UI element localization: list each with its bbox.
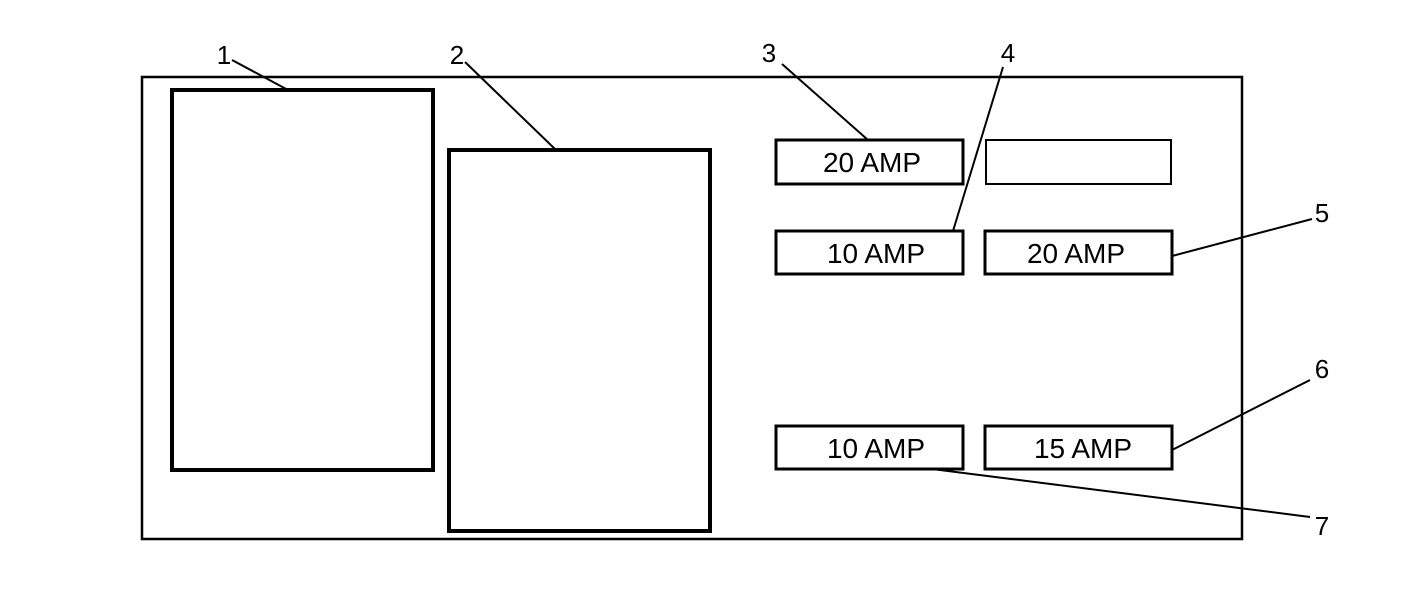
callout-5: 5 (1315, 198, 1329, 228)
fuse-4-label: 10 AMP (827, 238, 925, 269)
callout-1: 1 (217, 40, 231, 70)
fuse-5-label: 20 AMP (1027, 238, 1125, 269)
fuse-6-label: 15 AMP (1034, 433, 1132, 464)
callout-2: 2 (450, 40, 464, 70)
fuse-4: 10 AMP (774, 229, 965, 276)
component-2-box (447, 148, 712, 533)
fuse-6: 15 AMP (983, 424, 1174, 471)
fuse-3: 20 AMP (774, 138, 965, 186)
callout-6: 6 (1315, 354, 1329, 384)
callout-3: 3 (762, 38, 776, 68)
fuse-7-label: 10 AMP (827, 433, 925, 464)
fuse-4-box (774, 229, 965, 276)
fuse-5-box (983, 229, 1174, 276)
leader-line-5 (1171, 218, 1313, 257)
leader-line-4 (952, 66, 1004, 232)
fuse-7: 10 AMP (774, 424, 965, 471)
fuse-7-box (774, 424, 965, 471)
leader-line-1 (231, 59, 289, 91)
leader-line-7 (931, 468, 1311, 518)
leader-line-6 (1171, 379, 1311, 451)
fuse-3-label: 20 AMP (823, 147, 921, 178)
fuse-blank-box (985, 139, 1172, 185)
component-1-box (170, 88, 435, 472)
callout-4: 4 (1001, 38, 1015, 68)
leader-line-3 (781, 63, 869, 141)
leader-line-2 (464, 61, 557, 151)
fuse-5: 20 AMP (983, 229, 1174, 276)
fuse-6-box (983, 424, 1174, 471)
fuse-3-box (774, 138, 965, 186)
fuse-blank (985, 139, 1172, 185)
callout-7: 7 (1315, 511, 1329, 541)
fuse-panel-outline (140, 75, 1244, 541)
